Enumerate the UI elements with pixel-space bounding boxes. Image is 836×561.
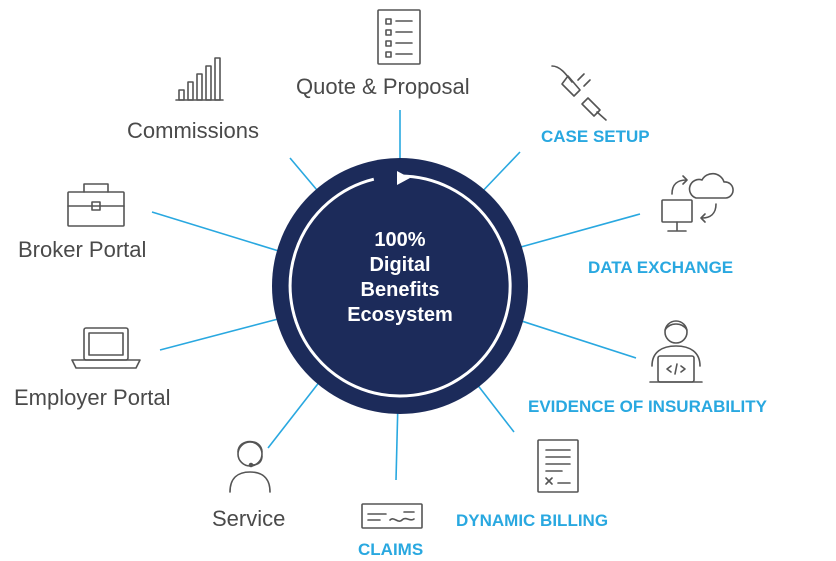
connector-lines [151,110,641,481]
plug-icon [551,65,607,121]
hub-circle [272,158,528,414]
connector-data-exchange [509,213,641,251]
label-employer-portal: Employer Portal [14,385,171,410]
cloud-computer-sync-icon [661,172,734,232]
label-dynamic-billing: DYNAMIC BILLING [456,511,609,530]
label-commissions: Commissions [127,118,260,143]
bar-chart-icon [175,57,224,101]
hub-title: 100% Digital Benefits Ecosystem [305,228,495,328]
label-service: Service [212,506,286,531]
connector-eoi [505,315,637,359]
headset-icon [229,440,271,493]
connector-case-setup [477,151,521,197]
hub-cycle-arrowhead [397,171,410,185]
hub-title-line-3: Benefits [360,279,440,301]
label-case-setup: CASE SETUP [541,127,650,146]
hub-title-line-4: Ecosystem [347,304,453,326]
check-payment-icon [361,503,423,529]
connector-broker-portal [151,211,283,253]
label-quote-proposal: Quote & Proposal [296,74,470,99]
label-broker-portal: Broker Portal [18,237,147,262]
hub [272,158,528,414]
label-data-exchange: DATA EXCHANGE [588,258,734,277]
label-claims: CLAIMS [358,540,424,559]
label-evidence-of-insurability: EVIDENCE OF INSURABILITY [528,397,767,416]
hub-cycle-arrow-ring [288,174,512,398]
hub-title-line-1: 100% [374,229,426,251]
laptop-icon [71,327,141,369]
hub-title-line-2: Digital [369,254,431,276]
person-laptop-icon [649,320,703,383]
invoice-icon [537,439,579,493]
connector-employer-portal [159,317,283,351]
connector-service [267,375,325,449]
briefcase-icon [67,183,125,227]
checklist-icon [377,9,421,65]
